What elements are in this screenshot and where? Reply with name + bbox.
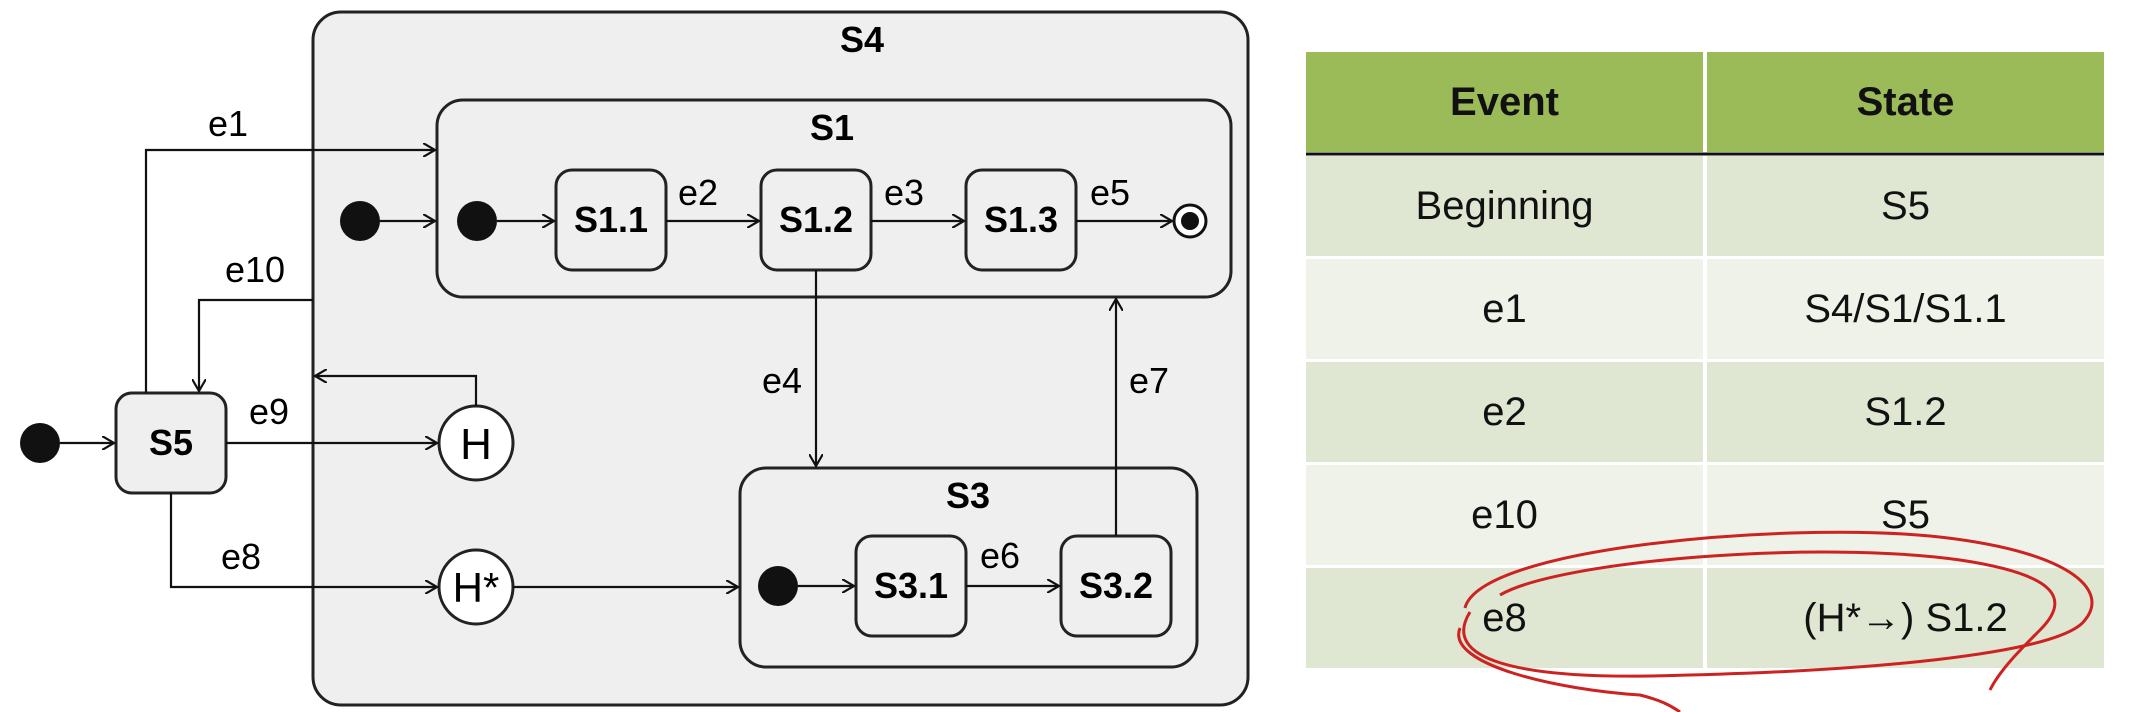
table-cell-label: S5 bbox=[1881, 184, 1930, 228]
transition-e10 bbox=[199, 298, 313, 391]
initial-node-s1 bbox=[457, 201, 497, 241]
event-label-e8: e8 bbox=[221, 536, 261, 577]
table-header-cell bbox=[1306, 52, 1703, 152]
initial-node-s4 bbox=[340, 201, 380, 241]
state-s1-2-label: S1.2 bbox=[779, 199, 853, 240]
table-header-label: State bbox=[1857, 80, 1955, 124]
event-label-e7: e7 bbox=[1129, 360, 1169, 401]
event-label-e4: e4 bbox=[762, 360, 802, 401]
s3-title: S3 bbox=[946, 475, 990, 516]
event-label-e2: e2 bbox=[678, 172, 718, 213]
state-s1-3: S1.3 bbox=[964, 168, 1078, 272]
table-cell bbox=[1306, 362, 1703, 462]
event-label-e6: e6 bbox=[980, 535, 1020, 576]
table-cell-label: Beginning bbox=[1416, 184, 1594, 228]
event-label-e9: e9 bbox=[249, 391, 289, 432]
initial-node-s3 bbox=[758, 566, 798, 606]
transition-e8 bbox=[169, 493, 437, 587]
state-s5-label: S5 bbox=[149, 422, 193, 463]
state-s3-1-label: S3.1 bbox=[874, 565, 948, 606]
table-cell bbox=[1707, 259, 2104, 359]
table-header-label: Event bbox=[1450, 80, 1559, 124]
state-machine-diagram: S4 S1 S3 S1.1 S1.2 S1.3 S3.1 S3.2 S5 bbox=[20, 10, 1250, 707]
event-label-e5: e5 bbox=[1090, 172, 1130, 213]
state-s1-3-label: S1.3 bbox=[984, 199, 1058, 240]
state-s3-2: S3.2 bbox=[1059, 534, 1173, 638]
event-label-e1: e1 bbox=[208, 103, 248, 144]
table-cell-label: S1.2 bbox=[1864, 390, 1946, 434]
table-cell-label: e10 bbox=[1471, 493, 1538, 537]
deep-history-label: H* bbox=[453, 564, 500, 611]
state-s5: S5 bbox=[114, 391, 228, 495]
table-cell-label: S4/S1/S1.1 bbox=[1804, 287, 2006, 331]
state-s3-2-label: S3.2 bbox=[1079, 565, 1153, 606]
event-label-e3: e3 bbox=[884, 172, 924, 213]
s1-title: S1 bbox=[810, 107, 854, 148]
table-cell bbox=[1707, 362, 2104, 462]
transition-e1 bbox=[144, 150, 435, 393]
table-cell bbox=[1306, 156, 1703, 256]
deep-history-node: H* bbox=[437, 548, 515, 626]
table-header-cell bbox=[1707, 52, 2104, 152]
state-s3-1: S3.1 bbox=[854, 534, 968, 638]
event-label-e10: e10 bbox=[225, 249, 285, 290]
shallow-history-label: H bbox=[460, 420, 492, 469]
table-cell-label: e8 bbox=[1482, 596, 1527, 640]
table-cell bbox=[1306, 259, 1703, 359]
table-cell-label: (H*→) S1.2 bbox=[1803, 596, 2008, 640]
transition-history-to-s4 bbox=[315, 376, 478, 406]
table-cell-label: e1 bbox=[1482, 287, 1527, 331]
initial-node-top-level bbox=[20, 423, 60, 463]
shallow-history-node: H bbox=[437, 404, 515, 482]
state-s1-1-label: S1.1 bbox=[574, 199, 648, 240]
table-cell-label: S5 bbox=[1881, 493, 1930, 537]
final-state-s1 bbox=[1172, 203, 1208, 239]
table-cell bbox=[1707, 156, 2104, 256]
table-cell-label: e2 bbox=[1482, 390, 1527, 434]
s4-title: S4 bbox=[840, 19, 884, 60]
